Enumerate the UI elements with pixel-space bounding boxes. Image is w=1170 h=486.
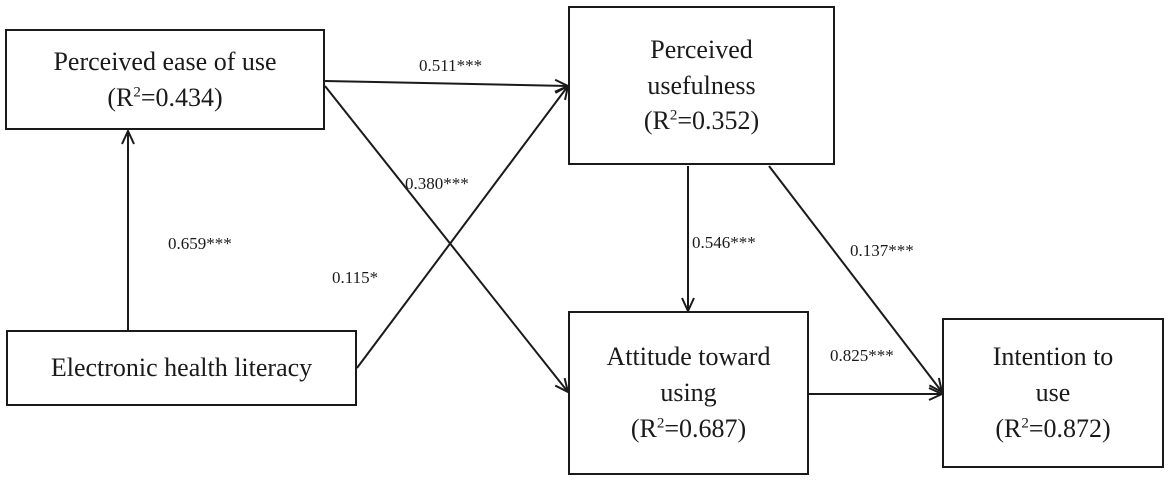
coefficient-pu-to-att: 0.546*** bbox=[692, 233, 756, 252]
coefficient-peou-to-att: 0.380*** bbox=[405, 174, 469, 193]
arrow-peou-to-att bbox=[324, 85, 568, 392]
r-squared-value: (R2=0.687) bbox=[630, 413, 747, 443]
node-perceived-usefulness: Perceived usefulness (R2=0.352) bbox=[568, 6, 835, 165]
r-squared-value: (R2=0.434) bbox=[107, 82, 223, 112]
node-label-line2: use bbox=[1035, 378, 1071, 408]
node-label-line1: Intention to bbox=[992, 342, 1114, 372]
coefficient-peou-to-pu: 0.511*** bbox=[419, 56, 483, 75]
node-label-line1: Attitude toward bbox=[606, 342, 771, 372]
arrow-pu-to-int bbox=[768, 165, 942, 392]
node-label-line2: usefulness bbox=[647, 70, 756, 100]
arrow-peou-to-pu bbox=[324, 81, 568, 86]
node-perceived-ease-of-use: Perceived ease of use (R2=0.434) bbox=[5, 29, 325, 130]
node-label: Perceived ease of use bbox=[53, 46, 277, 76]
r-squared-value: (R2=0.352) bbox=[643, 106, 760, 136]
node-attitude-toward-using: Attitude toward using (R2=0.687) bbox=[568, 311, 809, 475]
node-label-line2: using bbox=[660, 378, 717, 408]
coefficient-att-to-int: 0.825*** bbox=[830, 346, 894, 365]
arrow-ehl-to-pu bbox=[356, 86, 568, 369]
coefficient-pu-to-int: 0.137*** bbox=[850, 241, 914, 260]
coefficient-ehl-to-peou: 0.659*** bbox=[168, 234, 232, 253]
node-label-line1: Perceived bbox=[650, 34, 753, 64]
node-electronic-health-literacy: Electronic health literacy bbox=[6, 330, 357, 406]
coefficient-ehl-to-pu: 0.115* bbox=[332, 268, 379, 287]
r-squared-value: (R2=0.872) bbox=[995, 413, 1111, 443]
node-label: Electronic health literacy bbox=[50, 353, 313, 383]
node-intention-to-use: Intention to use (R2=0.872) bbox=[942, 318, 1164, 468]
